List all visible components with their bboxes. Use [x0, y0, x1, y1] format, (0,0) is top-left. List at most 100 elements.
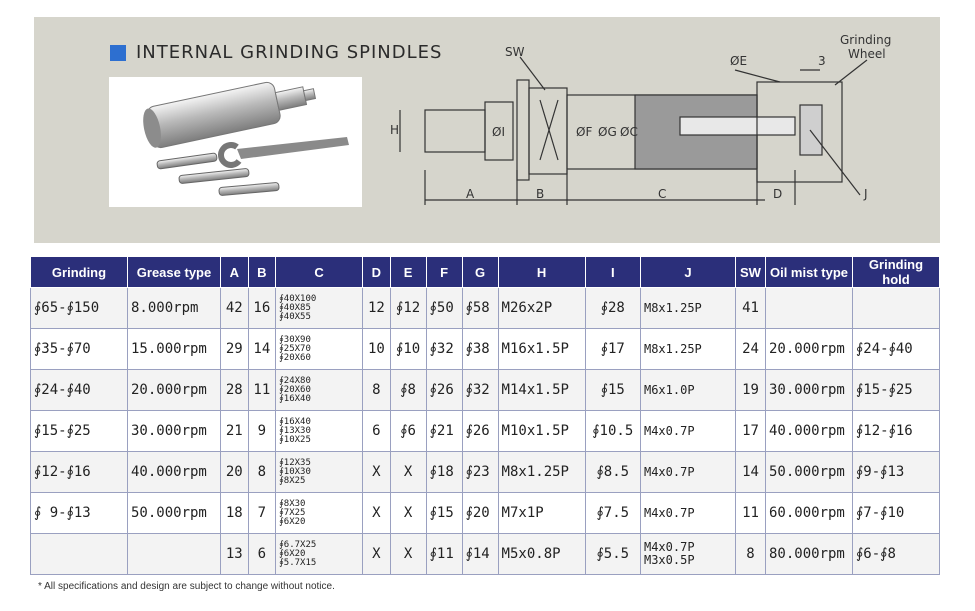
thread-stack: M4x0.7P	[643, 464, 732, 479]
cell-j: M4x0.7P	[639, 492, 736, 534]
thread-stack: M4x0.7P	[644, 506, 732, 520]
dimension-value: ∮30X90	[279, 334, 311, 345]
cell-sw: 41	[734, 287, 767, 329]
label-f: ØF	[576, 125, 592, 139]
cell-hold	[852, 287, 940, 329]
cell-g: ∮23	[461, 451, 499, 493]
dimension-value: ∮25X70	[279, 343, 311, 354]
cell-a: 28	[220, 369, 249, 411]
product-photo	[109, 77, 362, 207]
cell-a: 13	[220, 533, 249, 575]
label-wheel: Wheel	[848, 47, 886, 61]
dimension-value: ∮20X60	[279, 352, 311, 363]
header-a: A	[220, 256, 249, 288]
thread-stack: M6x1.0P	[643, 382, 732, 397]
cell-e: ∮8	[389, 369, 427, 411]
cell-d: X	[362, 492, 391, 534]
thread-value: M6x1.0P	[643, 382, 695, 397]
cell-grease: 30.000rpm	[127, 410, 221, 452]
bullet-square-icon	[110, 44, 126, 61]
dimension-value: ∮10X25	[279, 434, 311, 445]
label-e: ØE	[730, 54, 747, 68]
cell-grinding: ∮35-∮70	[30, 328, 128, 370]
cell-oil: 30.000rpm	[765, 369, 853, 411]
header-grinding-hold: Grinding hold	[852, 256, 940, 288]
label-d: D	[773, 187, 782, 201]
label-3: 3	[818, 54, 826, 68]
cell-b: 14	[247, 328, 277, 370]
dimension-stack: ∮12X35∮10X30∮8X25	[279, 457, 359, 486]
thread-value: M8x1.25P	[643, 300, 702, 315]
cell-grease: 20.000rpm	[127, 369, 221, 411]
cell-g: ∮20	[461, 492, 499, 534]
label-b: B	[536, 187, 544, 201]
header-j: J	[639, 256, 736, 288]
cell-h: M10x1.5P	[497, 410, 586, 452]
section-title: INTERNAL GRINDING SPINDLES	[110, 42, 442, 63]
label-a: A	[466, 187, 475, 201]
cell-b: 11	[247, 369, 277, 411]
cell-c: ∮6.7X25∮6X20∮5.7X15	[275, 533, 364, 575]
dimension-stack: ∮16X40∮13X30∮10X25	[279, 417, 359, 445]
label-grinding: Grinding	[840, 33, 891, 47]
cell-sw: 14	[734, 451, 767, 493]
cell-i: ∮28	[584, 287, 641, 329]
cell-i: ∮10.5	[584, 410, 641, 452]
spec-table: Grinding Grease type A B C D E F G H I J…	[30, 256, 940, 575]
cell-f: ∮11	[425, 533, 463, 575]
label-i: ØI	[492, 125, 505, 139]
dimension-value: ∮12X35	[279, 457, 311, 468]
dimension-value: ∮5.7X15	[279, 557, 317, 568]
cell-sw: 17	[734, 410, 767, 452]
cell-d: X	[362, 533, 391, 575]
cell-b: 8	[247, 451, 277, 493]
cell-c: ∮8X30∮7X25∮6X20	[275, 492, 364, 534]
header-g: G	[461, 256, 499, 288]
label-g: ØG	[598, 125, 617, 139]
header-f: F	[425, 256, 463, 288]
footnote: * All specifications and design are subj…	[38, 581, 335, 592]
dimension-value: ∮7X25	[279, 507, 306, 518]
cell-sw: 24	[734, 328, 767, 370]
cell-f: ∮26	[425, 369, 463, 411]
cell-h: M14x1.5P	[497, 369, 586, 411]
cell-grinding	[30, 533, 128, 575]
cell-i: ∮5.5	[584, 533, 641, 575]
thread-value: M4x0.7P	[643, 423, 695, 438]
header-c: C	[275, 256, 364, 288]
thread-value: M4x0.7P	[643, 464, 695, 479]
dimension-value: ∮6.7X25	[279, 539, 317, 550]
cell-i: ∮8.5	[584, 451, 641, 493]
cell-sw: 8	[734, 533, 767, 575]
cell-b: 6	[247, 533, 277, 575]
dimension-stack: ∮24X80∮20X60∮16X40	[279, 376, 359, 404]
cell-b: 9	[247, 410, 277, 452]
dimension-value: ∮8X25	[279, 475, 306, 486]
cell-e: ∮6	[389, 410, 427, 452]
header-e: E	[389, 256, 427, 288]
thread-stack: M8x1.25P	[644, 342, 732, 356]
cell-grinding: ∮ 9-∮13	[30, 492, 128, 534]
cell-d: 10	[362, 328, 391, 370]
cell-oil: 80.000rpm	[765, 533, 853, 575]
cell-oil: 50.000rpm	[765, 451, 853, 493]
cell-j: M4x0.7P	[639, 451, 736, 493]
dimension-stack: ∮30X90∮25X70∮20X60	[279, 334, 359, 363]
cell-grease: 8.000rpm	[127, 287, 221, 329]
cell-c: ∮16X40∮13X30∮10X25	[275, 410, 364, 452]
dimension-stack: ∮6.7X25∮6X20∮5.7X15	[279, 539, 359, 568]
cell-grinding: ∮24-∮40	[30, 369, 128, 411]
cell-hold: ∮6-∮8	[852, 533, 940, 575]
thread-stack: M8x1.25P	[643, 300, 732, 315]
cell-grease: 15.000rpm	[127, 328, 221, 370]
technical-drawing: SW ØE 3 Grinding Wheel H ØI ØF ØG ØC A B…	[390, 33, 891, 205]
cell-e: ∮12	[389, 287, 427, 329]
cell-a: 29	[220, 328, 249, 370]
cell-c: ∮30X90∮25X70∮20X60	[275, 328, 364, 370]
cell-f: ∮32	[425, 328, 463, 370]
label-sw: SW	[505, 45, 525, 59]
cell-oil: 20.000rpm	[765, 328, 853, 370]
header-grease-type: Grease type	[127, 256, 221, 288]
